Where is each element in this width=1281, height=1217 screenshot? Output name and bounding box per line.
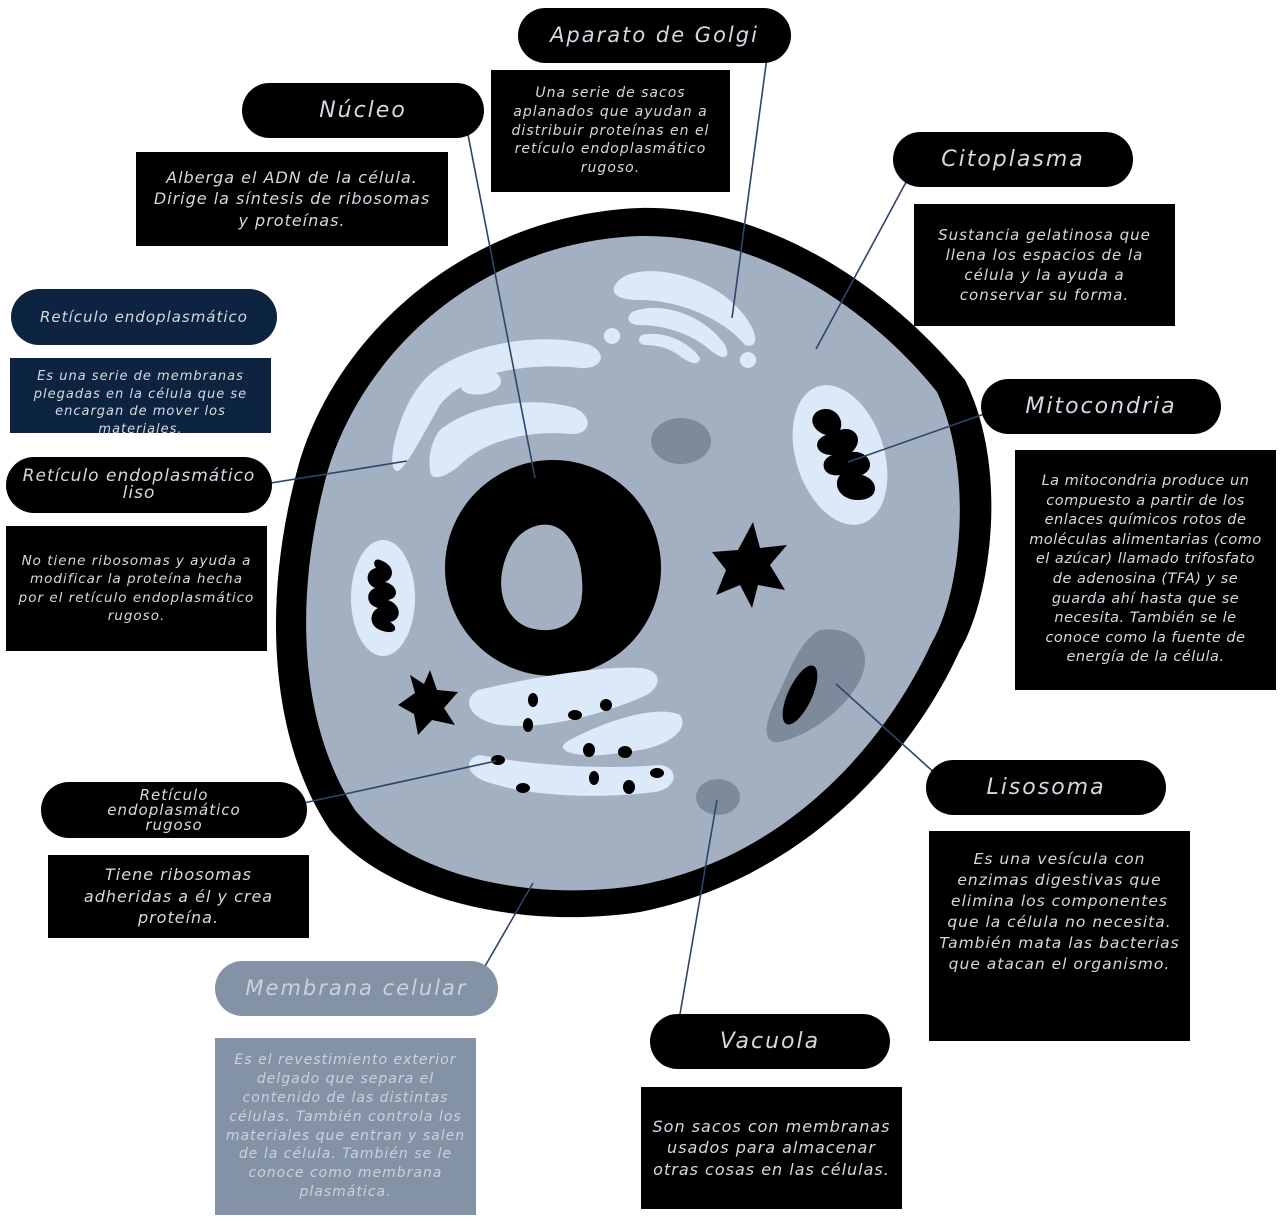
er-description: Es una serie de membranas plegadas en la… [10, 358, 271, 433]
membrane-label: Membrana celular [215, 961, 498, 1016]
golgi-description: Una serie de sacos aplanados que ayudan … [491, 70, 730, 192]
nucleus-description: Alberga el ADN de la célula. Dirige la s… [136, 152, 448, 246]
vacuole-description: Son sacos con membranas usados para alma… [641, 1087, 902, 1209]
leader-rough-er [289, 760, 497, 807]
centrosome-right [712, 522, 787, 608]
leader-nucleus [462, 108, 536, 479]
lysosome-label: Lisosoma [926, 760, 1166, 815]
leader-lines [245, 34, 1005, 1044]
membrane-description: Es el revestimiento exterior delgado que… [215, 1038, 476, 1215]
rough-er [468, 667, 683, 796]
mitochondria-description: La mitocondria produce un compuesto a pa… [1015, 450, 1276, 690]
centrosome-left [398, 670, 458, 735]
leader-vacuole [674, 799, 718, 1044]
er-label: Retículo endoplasmático [11, 289, 277, 345]
smooth-er-label: Retículo endoplasmático liso [6, 457, 272, 513]
mitochondrion-right [792, 385, 888, 525]
leader-golgi [731, 34, 771, 319]
nucleus-label: Núcleo [242, 83, 484, 138]
lysosome-description: Es una vesícula con enzimas digestivas q… [929, 831, 1190, 1041]
golgi-apparatus [604, 271, 756, 368]
cytoplasm-description: Sustancia gelatinosa que llena los espac… [914, 204, 1175, 326]
smooth-er [392, 339, 601, 478]
nucleolus [501, 524, 583, 631]
vacuole-label: Vacuola [650, 1014, 890, 1069]
mitochondria-label: Mitocondria [981, 379, 1221, 434]
vesicle-top [651, 418, 711, 464]
mitochondrion-left [351, 540, 415, 656]
vacuole [696, 779, 740, 815]
leader-smooth-er [245, 460, 408, 488]
cytoplasm-label: Citoplasma [893, 132, 1133, 187]
rough-er-description: Tiene ribosomas adheridas a él y crea pr… [48, 855, 309, 938]
smooth-er-description: No tiene ribosomas y ayuda a modificar l… [6, 526, 267, 651]
lysosome [766, 629, 866, 743]
leader-cytoplasm [815, 159, 919, 350]
leader-lysosome [835, 683, 949, 786]
golgi-label: Aparato de Golgi [518, 8, 791, 63]
rough-er-label: Retículo endoplasmático rugoso [41, 782, 307, 838]
leader-mitochondria [847, 406, 1005, 463]
